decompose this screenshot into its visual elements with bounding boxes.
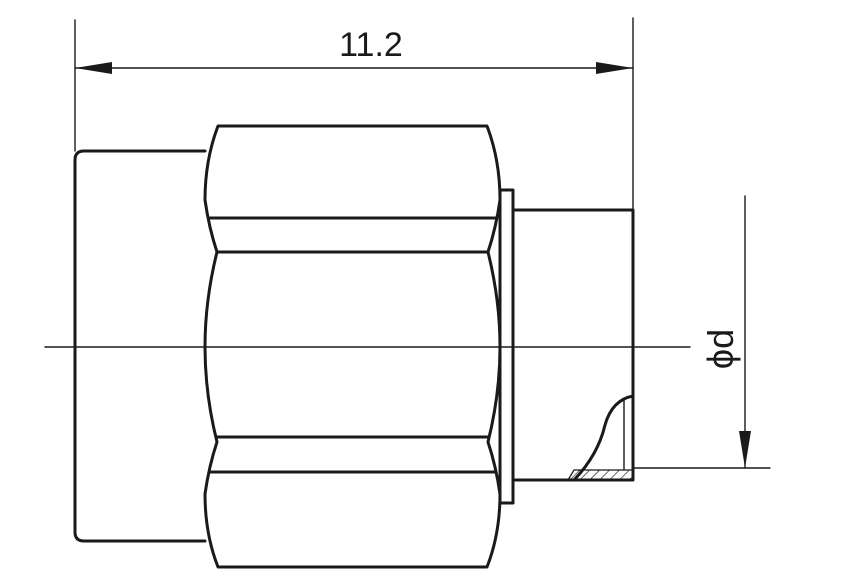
rear-body (73, 149, 207, 543)
arrowhead-left (75, 62, 112, 74)
arrowhead-diameter (739, 431, 751, 468)
flange-ring (498, 188, 515, 505)
diameter-dimension-label: ϕd (700, 329, 741, 369)
front-pin (511, 208, 635, 482)
hatched-section (566, 469, 634, 481)
arrowhead-right (596, 62, 633, 74)
length-dimension-label: 11.2 (339, 26, 403, 64)
cutaway-curve (572, 394, 635, 482)
